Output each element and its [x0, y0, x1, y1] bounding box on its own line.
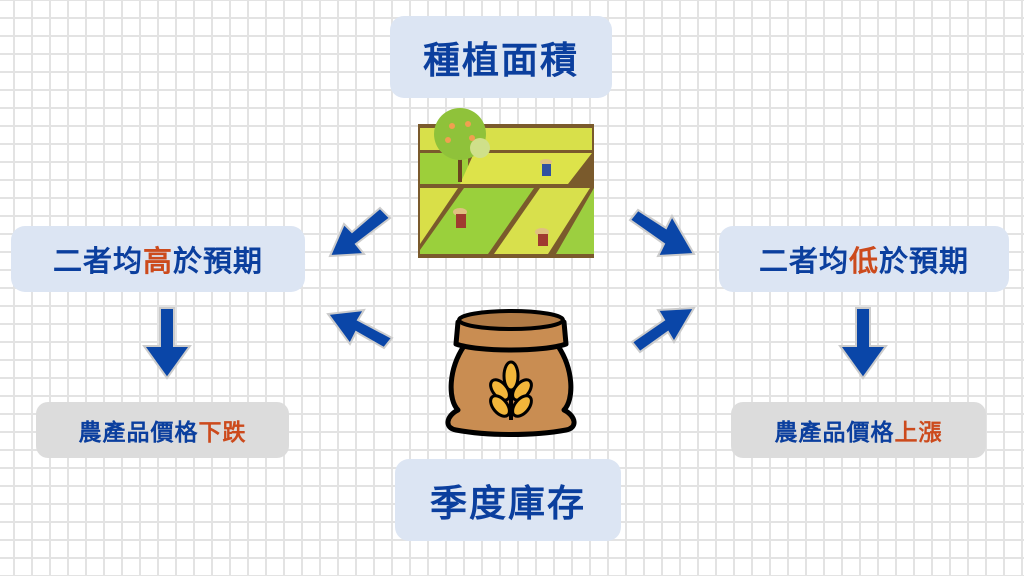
both-higher-label: 二者均高於預期 — [11, 226, 305, 292]
grain-sack-icon — [445, 309, 577, 437]
arrow-down-left-icon — [328, 206, 392, 258]
arrow-up-right-icon — [630, 306, 696, 354]
rice-paddy-illustration — [418, 108, 594, 258]
arrow-down-right-icon — [628, 208, 696, 258]
both-lower-label: 二者均低於預期 — [719, 226, 1009, 292]
seasonal-stock-text: 季度庫存 — [430, 482, 586, 525]
price-up-prefix: 農產品價格 — [774, 420, 895, 446]
planting-area-label: 種植面積 — [390, 16, 612, 98]
both-lower-suffix: 於預期 — [879, 244, 970, 278]
both-higher-highlight: 高 — [142, 244, 173, 278]
both-lower-prefix: 二者均 — [758, 244, 849, 278]
planting-area-text: 種植面積 — [423, 39, 579, 82]
price-up-highlight: 上漲 — [894, 420, 943, 446]
arrow-down-icon — [838, 307, 888, 380]
arrow-down-icon — [142, 307, 192, 380]
price-up-label: 農產品價格上漲 — [731, 402, 986, 458]
both-lower-highlight: 低 — [848, 244, 879, 278]
arrow-up-left-icon — [326, 308, 394, 350]
price-down-label: 農產品價格下跌 — [36, 402, 289, 458]
price-down-highlight: 下跌 — [198, 420, 247, 446]
price-down-prefix: 農產品價格 — [78, 420, 199, 446]
both-higher-suffix: 於預期 — [173, 244, 264, 278]
both-higher-prefix: 二者均 — [52, 244, 143, 278]
seasonal-stock-label: 季度庫存 — [395, 459, 621, 541]
